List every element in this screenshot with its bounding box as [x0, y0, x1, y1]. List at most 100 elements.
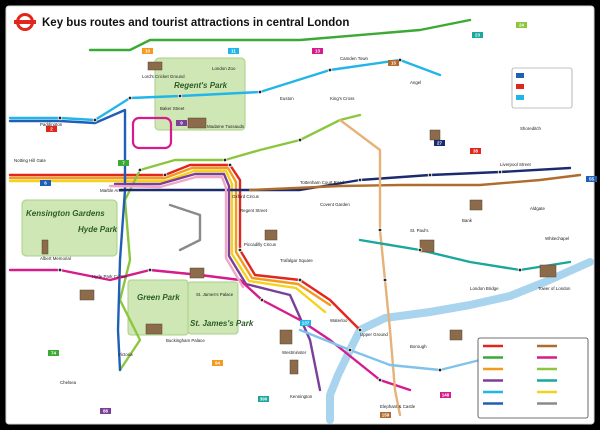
bus-stop-marker[interactable] [357, 177, 363, 183]
bus-stop-marker[interactable] [382, 277, 388, 283]
place-label: Chelsea [60, 380, 77, 385]
bus-stop-marker[interactable] [57, 267, 63, 273]
route-badge[interactable]: 24 [516, 22, 527, 28]
route-badge[interactable]: 137 [300, 320, 311, 326]
bus-stop-marker[interactable] [222, 157, 228, 163]
route-badge[interactable]: 2 [46, 126, 57, 132]
route-badge[interactable]: 23 [472, 32, 483, 38]
place-label: London Zoo [212, 66, 236, 71]
bus-stop-marker[interactable] [259, 297, 265, 303]
bus-route-line[interactable] [8, 163, 362, 332]
bus-route-line[interactable] [88, 18, 472, 52]
bus-stop-marker[interactable] [357, 327, 363, 333]
bus-stop-marker[interactable] [417, 247, 423, 253]
route-badge[interactable]: 390 [258, 396, 269, 402]
landmarks [41, 61, 557, 375]
place-label: Covent Garden [320, 202, 350, 207]
bus-stop-marker[interactable] [92, 117, 98, 123]
place-label: Camden Town [340, 56, 369, 61]
bus-route-line[interactable] [113, 172, 322, 392]
bus-stop-marker[interactable] [377, 227, 383, 233]
bus-stop-marker[interactable] [57, 115, 63, 121]
route-badge-number: 13 [315, 49, 321, 54]
route-badge-number: 15 [391, 61, 397, 66]
landmark-icon-camden[interactable] [429, 129, 441, 141]
landmark-icon-museum[interactable] [264, 229, 278, 241]
route-badge-number: 88 [103, 409, 109, 414]
place-label: Tottenham Court Road [300, 180, 345, 185]
route-badge[interactable]: 10 [142, 48, 153, 54]
landmark-icon-albert-memorial[interactable] [41, 239, 49, 255]
route-badge[interactable]: 38 [470, 148, 481, 154]
place-label: Buckingham Palace [166, 338, 205, 343]
bus-stop-marker[interactable] [162, 172, 168, 178]
route-badge-box [228, 48, 239, 54]
bus-route-line[interactable] [358, 238, 572, 272]
route-badge-box [472, 32, 483, 38]
bus-route-line[interactable] [108, 175, 245, 289]
bus-stop-marker[interactable] [227, 162, 233, 168]
route-badge[interactable]: 9 [176, 120, 187, 126]
bus-stop-marker[interactable] [517, 267, 523, 273]
route-badge[interactable]: 6 [40, 180, 51, 186]
landmark-icon-westminster[interactable] [279, 329, 293, 345]
route-badge[interactable]: 7 [118, 160, 129, 166]
bus-stop-marker[interactable] [257, 89, 263, 95]
route-badge-number: 2 [50, 127, 53, 132]
bus-stop-marker[interactable] [297, 277, 303, 283]
route-badge[interactable]: 13 [312, 48, 323, 54]
bus-route-line[interactable] [298, 328, 482, 372]
place-label: Madame Tussauds [207, 124, 245, 129]
bus-route-line[interactable] [118, 113, 362, 372]
landmark-icon-madame-tussauds[interactable] [187, 117, 207, 129]
bus-stop-marker[interactable] [127, 95, 133, 101]
landmark-icon-hyde-park-corner[interactable] [79, 289, 95, 301]
route-badge[interactable]: 148 [440, 392, 451, 398]
route-badge-number: 159 [382, 413, 390, 418]
bus-route-line[interactable] [8, 108, 127, 372]
route-badge[interactable]: 27 [434, 140, 445, 146]
route-badge-box [516, 22, 527, 28]
landmark-icon-big-ben[interactable] [289, 359, 299, 375]
route-badge-box [100, 408, 111, 414]
bus-route-line[interactable] [168, 203, 202, 252]
route-badge[interactable]: 74 [48, 350, 59, 356]
bus-stop-marker[interactable] [377, 377, 383, 383]
bus-stop-marker[interactable] [137, 167, 143, 173]
landmark-icon-st-pauls[interactable] [419, 239, 435, 253]
route-badge[interactable]: 88 [100, 408, 111, 414]
route-badge-number: 38 [473, 149, 479, 154]
bus-route-line[interactable] [248, 173, 582, 192]
bus-stop-marker[interactable] [297, 137, 303, 143]
bus-stop-marker[interactable] [427, 172, 433, 178]
bus-stop-marker[interactable] [347, 347, 353, 353]
route-badge[interactable]: 94 [212, 360, 223, 366]
bus-stop-marker[interactable] [497, 169, 503, 175]
route-badge-number: 390 [260, 397, 268, 402]
route-badge-number: 11 [231, 49, 236, 54]
route-badge-box [440, 392, 451, 398]
landmark-icon-buckingham-palace[interactable] [145, 323, 163, 335]
bus-stop-marker[interactable] [327, 67, 333, 73]
bus-route-line[interactable] [8, 169, 327, 314]
route-badge[interactable]: 55 [586, 176, 597, 182]
route-badge-box [258, 396, 269, 402]
bus-stop-marker[interactable] [237, 247, 243, 253]
place-label: Kennington [290, 394, 313, 399]
bus-stop-marker[interactable] [437, 367, 443, 373]
landmark-icon-bank[interactable] [469, 199, 483, 211]
bus-route-line[interactable] [8, 166, 332, 307]
bus-stop-marker[interactable] [147, 267, 153, 273]
route-badge[interactable]: 159 [380, 412, 391, 418]
landmark-icon-tower-of-london[interactable] [539, 264, 557, 278]
route-badge[interactable]: 11 [228, 48, 239, 54]
route-badge[interactable]: 15 [388, 60, 399, 66]
place-label: Trafalgar Square [280, 258, 313, 263]
place-label: Albert Memorial [40, 256, 71, 261]
park-label-st-james: St. James's Park [190, 319, 254, 328]
landmark-icon-southwark[interactable] [449, 329, 463, 341]
route-badge-number: 137 [302, 321, 310, 326]
bus-stop-marker[interactable] [177, 93, 183, 99]
landmark-icon-palace[interactable] [189, 267, 205, 279]
landmark-icon-lords[interactable] [147, 61, 163, 71]
